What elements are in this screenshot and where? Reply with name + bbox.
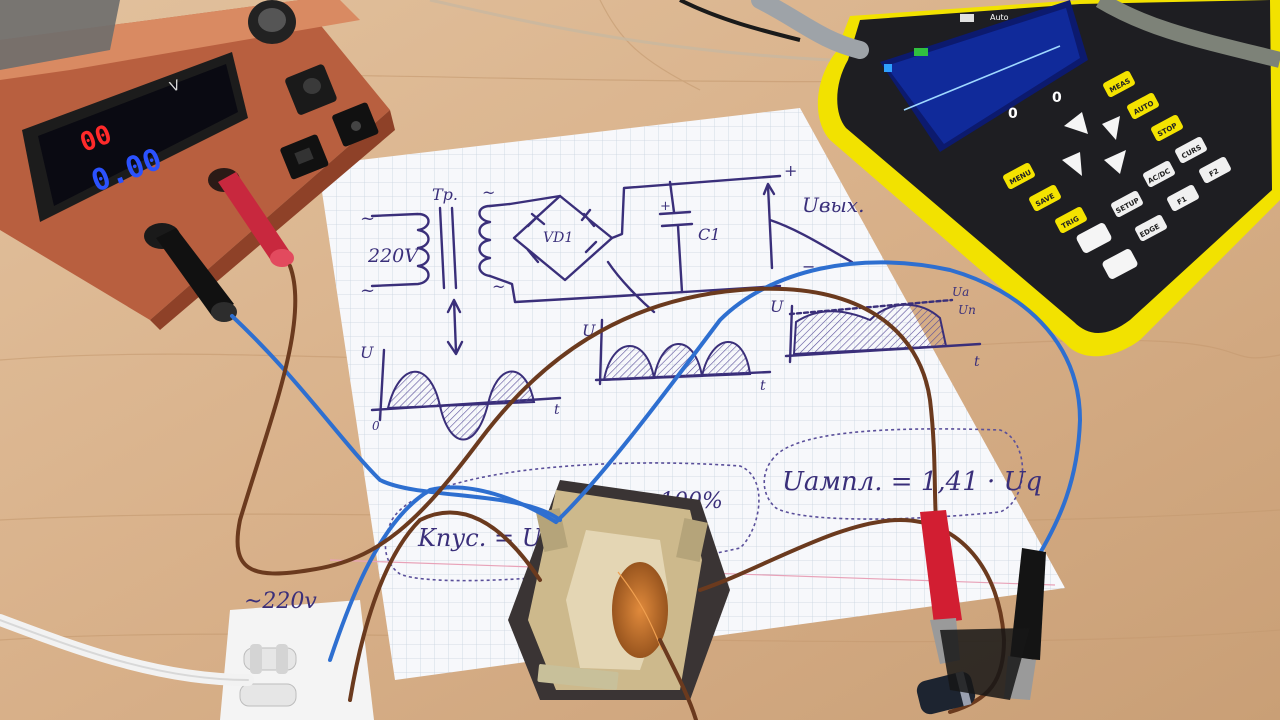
psu-rocker-switch[interactable] xyxy=(284,63,338,116)
wires xyxy=(0,260,1083,720)
scope-status-text: Auto xyxy=(990,13,1009,22)
psu-display-screen xyxy=(38,64,238,206)
graph3-up-label: Uп xyxy=(958,303,976,317)
scope-readout-left: 0 xyxy=(1008,106,1018,122)
dpad-left-icon[interactable] xyxy=(1062,152,1082,176)
scope-button-f2[interactable]: F2 xyxy=(1198,156,1232,184)
transformer-primary xyxy=(370,212,430,288)
output-voltage-label: Uвых. xyxy=(802,193,864,217)
graph3-axis-u: U xyxy=(770,297,784,316)
scope-button-f1[interactable]: F1 xyxy=(1166,184,1200,212)
scope-arrow-down-icon[interactable] xyxy=(1101,248,1139,281)
output-plus: + xyxy=(784,161,797,180)
scope-readout-right: 0 xyxy=(1052,90,1062,106)
psu-power-switch[interactable] xyxy=(331,102,379,148)
capacitor-plus: + xyxy=(660,199,671,214)
transformer xyxy=(508,480,730,700)
terminal-voltage-tag: ~220v xyxy=(244,589,317,614)
svg-text:F2: F2 xyxy=(1208,167,1220,179)
transformer-secondary xyxy=(478,204,492,278)
black-component-bracket xyxy=(940,628,1030,700)
graph1-axis-t: t xyxy=(554,402,560,418)
transformer-winding xyxy=(612,562,668,658)
scope-probes xyxy=(429,0,1280,68)
scope-dpad[interactable] xyxy=(1062,112,1126,176)
waveform-rectified: U t xyxy=(582,318,772,394)
dpad-down-icon[interactable] xyxy=(1104,150,1126,174)
amplitude-formula-text: Uампл. = 1,41 · Uq xyxy=(782,467,1042,497)
capacitor-label: C1 xyxy=(698,225,720,244)
scope-screen: Auto 0 0 xyxy=(880,0,1088,152)
terminal-block: ~220v xyxy=(220,589,374,720)
bench-power-supply: 00 0.00 V xyxy=(0,0,395,330)
psu-red-terminal[interactable] xyxy=(208,168,294,267)
graph1-axis-u: U xyxy=(360,343,374,362)
handheld-oscilloscope: Auto 0 0 MENU SAVE TRIG MEAS AUTO STOP C… xyxy=(817,0,1280,357)
formula-amplitude: Uампл. = 1,41 · Uq xyxy=(763,428,1042,520)
psu-knob-icon[interactable] xyxy=(248,0,296,44)
graph3-ua-label: Uа xyxy=(952,285,969,299)
scope-trace xyxy=(903,45,1061,111)
graph2-axis-t: t xyxy=(760,378,766,394)
circuit-schematic: Tp. 220V ~ ~ ~ ~ VD1 + C1 + − Uвых. xyxy=(360,161,864,356)
ac-symbol-top: ~ xyxy=(360,208,375,229)
ac-symbol-bottom: ~ xyxy=(360,280,375,301)
dpad-up-icon[interactable] xyxy=(1064,112,1088,134)
dpad-right-icon[interactable] xyxy=(1102,116,1120,140)
scope-arrow-buttons[interactable] xyxy=(1075,222,1139,281)
ac-symbol-secondary-bottom: ~ xyxy=(492,277,505,296)
ac-symbol-secondary-top: ~ xyxy=(482,183,495,202)
scope-arrow-up-icon[interactable] xyxy=(1075,222,1113,255)
psu-small-switch[interactable] xyxy=(279,134,329,181)
scope-button-trig[interactable]: TRIG xyxy=(1054,206,1088,234)
ripple-formula-left: Kпус. = U xyxy=(417,524,543,552)
svg-text:F1: F1 xyxy=(1176,195,1188,207)
graph1-zero: 0 xyxy=(372,419,380,433)
waveform-sine: U t 0 xyxy=(360,343,562,441)
input-voltage-label: 220V xyxy=(367,245,420,267)
transformer-label: Tp. xyxy=(432,185,458,204)
diode-bridge-label: VD1 xyxy=(543,230,573,246)
graph3-axis-t: t xyxy=(974,354,980,370)
